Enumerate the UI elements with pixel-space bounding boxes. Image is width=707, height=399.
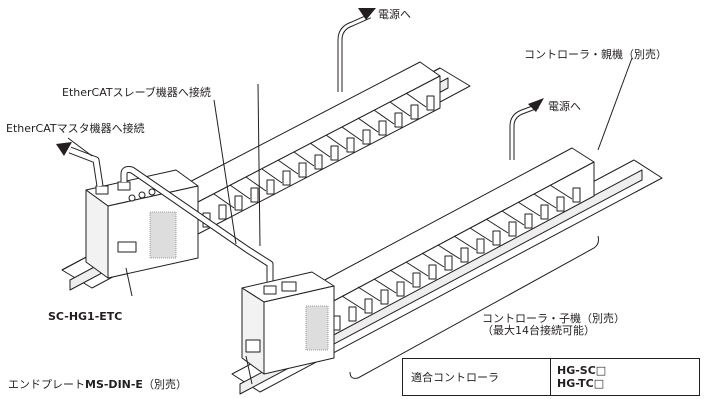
ethercat-cables	[68, 146, 274, 282]
lower-comm-unit	[241, 271, 335, 375]
power-arrow-icons	[56, 8, 544, 156]
end-plate-label: エンドプレートMS-DIN-E（別売）	[8, 378, 187, 391]
end-plate-suffix: （別売）	[142, 378, 187, 391]
end-plate-model: MS-DIN-E	[85, 378, 143, 391]
compat-values: HG-SC□ HG-TC□	[550, 358, 700, 396]
compat-value-2: HG-TC□	[557, 377, 605, 390]
compat-row: 適合コントローラ HG-SC□ HG-TC□	[402, 358, 700, 396]
model-label: SC-HG1-ETC	[48, 310, 123, 323]
ethercat-slave-label: EtherCATスレーブ機器へ接続	[62, 86, 211, 99]
upper-comm-unit	[85, 169, 199, 279]
power-label-mid: 電源へ	[548, 100, 581, 113]
compat-key: 適合コントローラ	[402, 358, 551, 396]
end-plate-prefix: エンドプレート	[8, 378, 85, 391]
power-label-top: 電源へ	[378, 8, 411, 21]
controller-child-label-1: コントローラ・子機（別売）	[482, 312, 625, 325]
compat-value-1: HG-SC□	[557, 364, 607, 377]
controller-child-label-2: （最大14台接続可能）	[482, 324, 595, 337]
upper-controller-stack	[177, 13, 441, 235]
compat-table: 適合コントローラ HG-SC□ HG-TC□	[402, 358, 700, 396]
ethercat-master-label: EtherCATマスタ機器へ接続	[6, 122, 145, 135]
leader-lines	[67, 57, 633, 385]
lower-controller-stack	[305, 103, 595, 339]
controller-parent-label: コントローラ・親機（別売）	[524, 48, 667, 61]
